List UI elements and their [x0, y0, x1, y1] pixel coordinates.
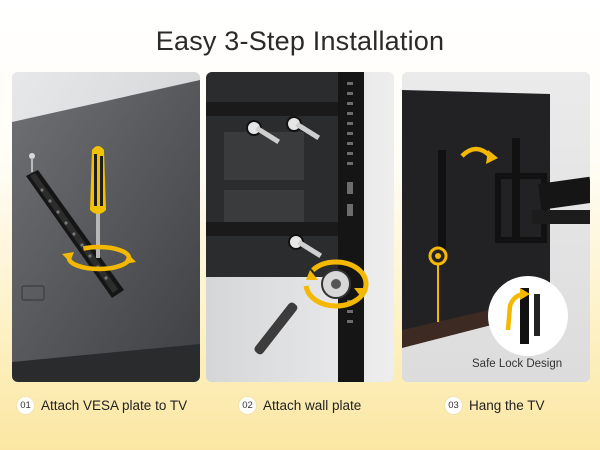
step-1-image: [12, 72, 200, 382]
step-2-caption: 02 Attach wall plate: [238, 395, 362, 415]
step-3-label: Hang the TV: [469, 397, 545, 413]
step-1-number: 01: [16, 395, 35, 415]
step-1-caption: 01 Attach VESA plate to TV: [16, 395, 188, 415]
step-2-image: [206, 72, 394, 382]
page-title: Easy 3-Step Installation: [155, 26, 445, 56]
screwdriver-shaft: [96, 212, 100, 258]
vesa-plate-illustration: [12, 72, 200, 382]
wall-plate-illustration: [206, 72, 394, 382]
tv-vesa-bar-right: [512, 138, 520, 238]
vertical-wall-plate: [338, 72, 364, 382]
step-3-image: [402, 72, 590, 382]
tv-back-panel: [12, 80, 200, 372]
screw-top: [29, 153, 35, 159]
screwdriver-handle: [90, 146, 106, 214]
tv-port: [21, 285, 45, 301]
step-3-caption: 03 Hang the TV: [444, 395, 545, 415]
tv-vesa-bar-left: [438, 150, 446, 250]
safe-lock-label: Safe Lock Design: [472, 358, 563, 370]
step-1-label: Attach VESA plate to TV: [41, 397, 188, 413]
mount-arm: [538, 176, 590, 210]
hang-tv-illustration: [402, 72, 590, 382]
step-2-label: Attach wall plate: [263, 397, 362, 413]
wrench-handle: [254, 302, 298, 355]
rotate-arrow: [303, 259, 369, 309]
step-3-number: 03: [444, 395, 463, 415]
step-2-number: 02: [238, 395, 257, 415]
bolts: [246, 116, 323, 259]
